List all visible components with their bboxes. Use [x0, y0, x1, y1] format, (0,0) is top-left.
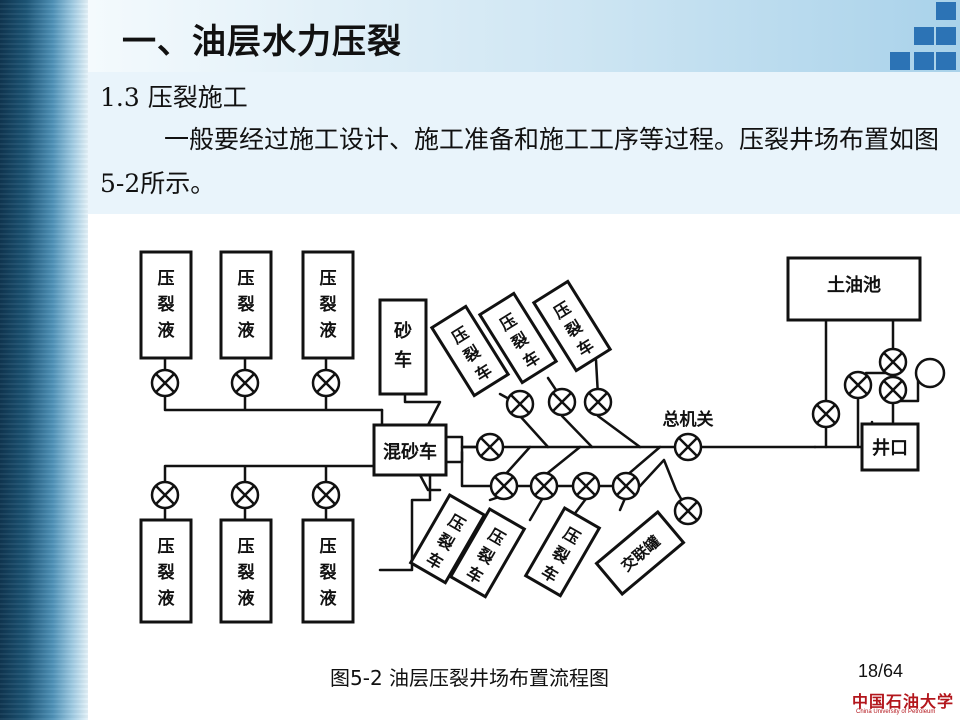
logo-chinese-text: 中国石油大学 — [852, 692, 955, 711]
svg-text:压: 压 — [158, 537, 175, 557]
crosslinker-tank: 交联罐 — [594, 509, 686, 597]
university-logo: 中国石油大学 China University of Petroleum — [852, 688, 955, 718]
svg-text:压: 压 — [238, 537, 255, 557]
frac-fluid-tank-top-2: 压 裂 液 — [219, 250, 273, 360]
svg-text:液: 液 — [238, 320, 255, 341]
svg-text:裂: 裂 — [237, 294, 255, 315]
svg-text:压: 压 — [320, 269, 337, 289]
svg-text:液: 液 — [158, 588, 175, 609]
svg-text:裂: 裂 — [237, 562, 255, 583]
blender-truck: 混砂车 — [372, 423, 448, 477]
logo-english-text: China University of Petroleum — [856, 709, 936, 715]
pressure-gauge-icon — [914, 357, 946, 389]
frac-pump-truck-upper-1: 压 裂 车 — [429, 304, 511, 398]
text-panel — [88, 72, 960, 214]
frac-pump-truck-upper-3: 压 裂 车 — [531, 279, 613, 373]
frac-pump-truck-lower-2: 压 裂 车 — [448, 507, 527, 599]
svg-text:裂: 裂 — [319, 294, 337, 315]
frac-fluid-tank-top-1: 压 裂 液 — [139, 250, 193, 360]
svg-text:液: 液 — [158, 320, 175, 341]
svg-text:液: 液 — [238, 588, 255, 609]
svg-text:液: 液 — [320, 588, 337, 609]
sand-truck: 砂 车 — [378, 298, 428, 396]
main-manifold-label: 总机关 — [663, 409, 714, 430]
frac-fluid-tank-bottom-1: 压 裂 液 — [139, 518, 193, 624]
body-paragraph: 一般要经过施工设计、施工准备和施工工序等过程。压裂井场布置如图5-2所示。 — [100, 125, 940, 198]
frac-pump-truck-lower-3: 压 裂 车 — [523, 506, 602, 598]
svg-text:液: 液 — [320, 320, 337, 341]
slide-title: 一、油层水力压裂 — [122, 22, 402, 62]
svg-text:裂: 裂 — [157, 562, 175, 583]
svg-text:裂: 裂 — [157, 294, 175, 315]
frac-fluid-tank-bottom-2: 压 裂 液 — [219, 518, 273, 624]
svg-text:井口: 井口 — [872, 437, 908, 459]
svg-text:压: 压 — [320, 537, 337, 557]
figure-caption: 图5-2 油层压裂井场布置流程图 — [330, 666, 610, 690]
svg-text:混砂车: 混砂车 — [383, 441, 437, 463]
svg-text:土油池: 土油池 — [827, 274, 881, 296]
svg-text:裂: 裂 — [319, 562, 337, 583]
section-heading: 1.3 压裂施工 — [100, 83, 248, 112]
valve-icons — [150, 347, 908, 526]
wellsite-flow-diagram: 压 裂 液 压 裂 液 压 裂 液 压 裂 液 压 裂 液 压 裂 液 砂 车 — [139, 250, 946, 624]
svg-text:压: 压 — [158, 269, 175, 289]
svg-text:砂: 砂 — [394, 320, 412, 342]
header-band — [88, 0, 960, 72]
frac-pump-truck-lower-1: 压 裂 车 — [408, 493, 487, 585]
left-decorative-band — [0, 0, 88, 720]
page-number: 18/64 — [858, 661, 904, 681]
frac-fluid-tank-top-3: 压 裂 液 — [301, 250, 355, 360]
decorative-squares — [870, 0, 960, 74]
frac-pump-truck-upper-2: 压 裂 车 — [477, 291, 559, 385]
earthen-oil-pit: 土油池 — [786, 256, 922, 322]
wellhead: 井口 — [860, 422, 920, 472]
svg-text:车: 车 — [394, 349, 412, 371]
svg-text:压: 压 — [238, 269, 255, 289]
frac-fluid-tank-bottom-3: 压 裂 液 — [301, 518, 355, 624]
